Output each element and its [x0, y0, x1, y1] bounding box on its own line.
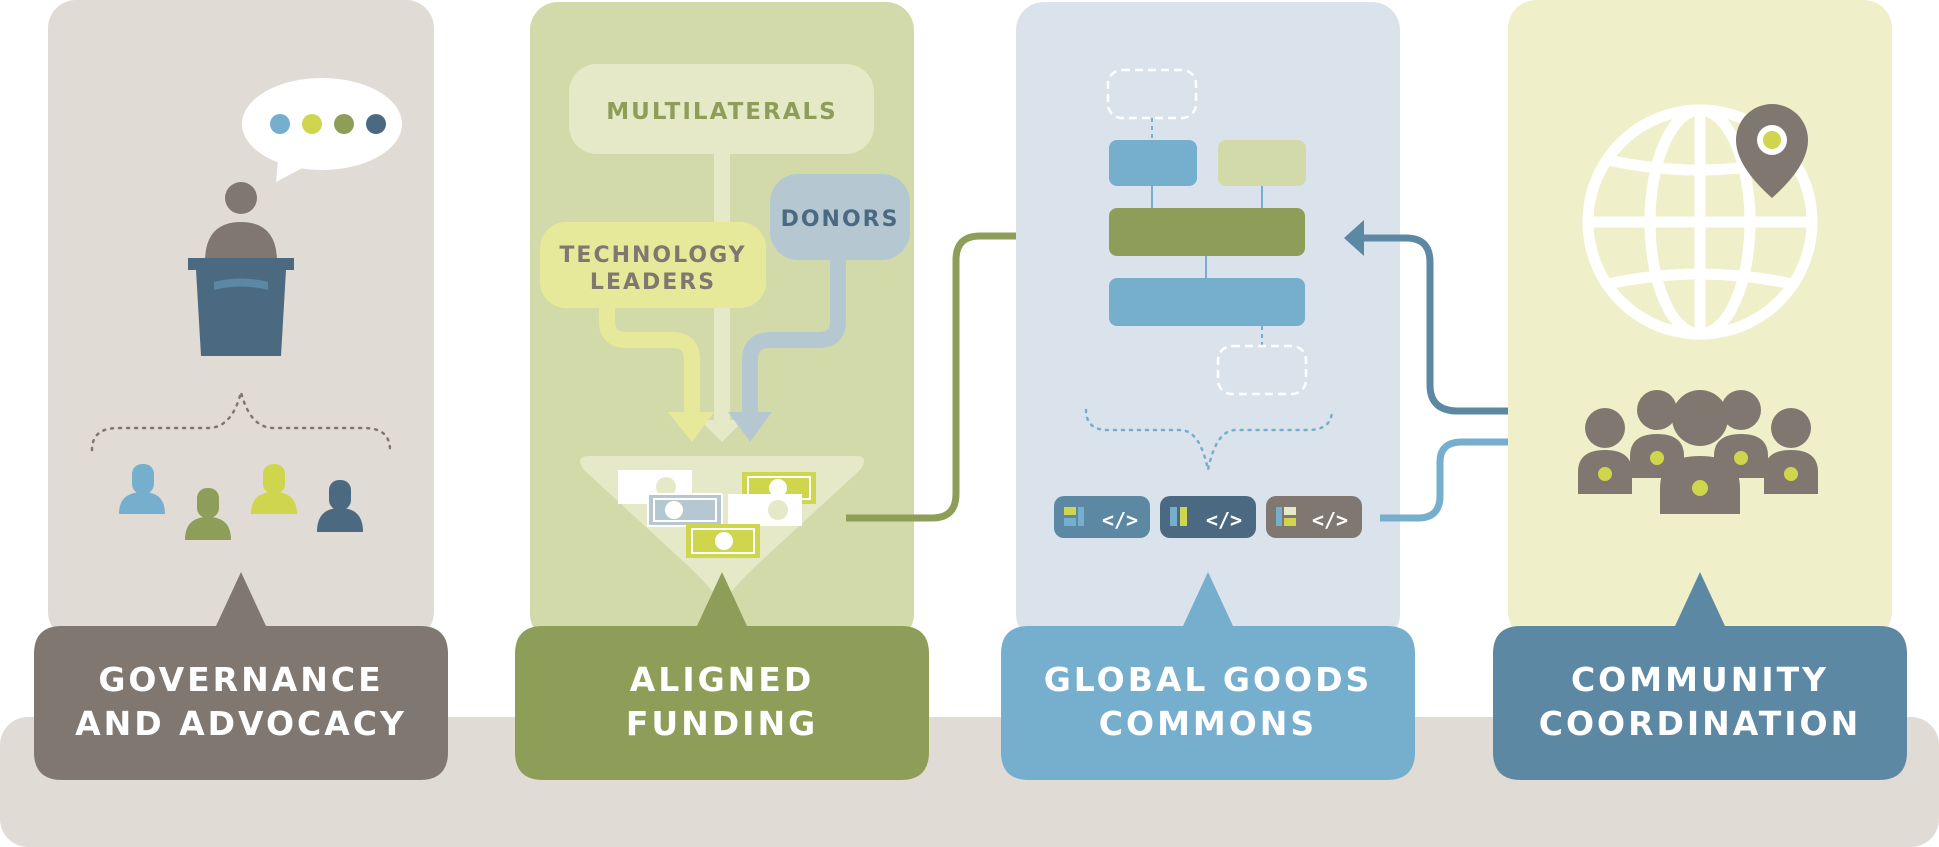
panel-label-community-line1: COMMUNITY [1570, 660, 1830, 699]
donors-label: DONORS [781, 207, 900, 232]
label-box-funding [515, 572, 929, 780]
svg-text:</>: </> [1312, 508, 1348, 532]
multilaterals-box [569, 64, 874, 154]
person-icon-green [185, 488, 231, 540]
panel-label-commons-line2: COMMONS [1098, 704, 1318, 743]
code-icon-3: </> [1266, 496, 1362, 538]
code-icon-2: </> [1160, 496, 1256, 538]
multilaterals-label: MULTILATERALS [606, 99, 837, 125]
panel-label-funding-line1: ALIGNED [629, 660, 815, 699]
map-pin-icon [1736, 104, 1808, 198]
tech-leaders-label-2: LEADERS [590, 270, 716, 295]
dotted-brace [90, 391, 392, 452]
label-box-community [1493, 572, 1907, 780]
panel-label-commons-line1: GLOBAL GOODS [1043, 660, 1373, 699]
donors-box [770, 174, 910, 260]
arrow-commons-to-community [1380, 438, 1540, 522]
label-box-governance [34, 572, 448, 780]
dotted-brace-commons [1084, 408, 1334, 471]
panel-label-community: COMMUNITY COORDINATION [1493, 658, 1907, 746]
panel-label-governance: GOVERNANCE AND ADVOCACY [34, 658, 448, 746]
money-icon [618, 470, 816, 558]
tech-leaders-box [540, 222, 766, 308]
person-icon-yellow [251, 464, 297, 514]
panel-label-governance-line1: GOVERNANCE [98, 660, 384, 699]
panel-community [1493, 0, 1907, 780]
base-bar [0, 717, 1939, 847]
panel-label-community-line2: COORDINATION [1538, 704, 1862, 743]
panel-funding: MULTILATERALS DONORS TECHNOLOGY LEADERS [515, 2, 929, 780]
panel-label-funding: ALIGNED FUNDING [515, 658, 929, 746]
code-icon-1: </> [1054, 496, 1150, 538]
tech-leaders-label-1: TECHNOLOGY [559, 243, 746, 268]
speech-bubble-icon [242, 78, 402, 182]
arrow-community-to-commons [1360, 234, 1544, 415]
svg-text:</>: </> [1206, 508, 1242, 532]
hierarchy-icon [1106, 68, 1308, 396]
arrow-funding-to-commons [846, 232, 1060, 522]
panel-label-commons: GLOBAL GOODS COMMONS [1001, 658, 1415, 746]
label-box-commons [1001, 572, 1415, 780]
panel-label-governance-line2: AND ADVOCACY [75, 704, 407, 743]
podium-icon [188, 182, 294, 356]
panel-governance [34, 0, 448, 780]
svg-text:</>: </> [1102, 508, 1138, 532]
panel-label-funding-line2: FUNDING [625, 704, 819, 743]
panel-commons: </> </> </> [1001, 2, 1415, 780]
person-icon-navy [317, 480, 363, 532]
person-icon-blue [119, 464, 165, 514]
community-dots [1598, 451, 1798, 496]
